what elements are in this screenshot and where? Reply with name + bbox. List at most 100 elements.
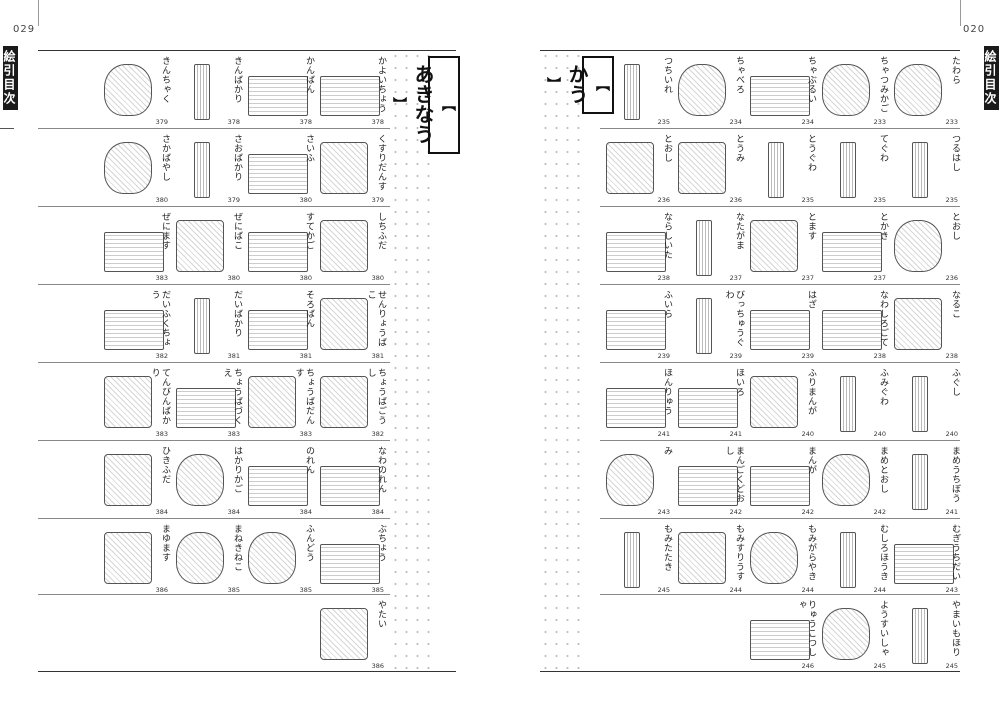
row-divider xyxy=(600,206,960,207)
item-page-number: 237 xyxy=(729,274,742,282)
item-page-number: 234 xyxy=(729,118,742,126)
item-page-number: 240 xyxy=(945,430,958,438)
item-page-number: 384 xyxy=(299,508,312,516)
item-label: つちいれ xyxy=(662,56,672,94)
item-page-number: 380 xyxy=(371,274,384,282)
item-illustration xyxy=(750,466,810,506)
item-label: さおばかり xyxy=(232,134,242,182)
item-illustration xyxy=(750,376,798,428)
item-label: まめうちぼう xyxy=(950,446,960,503)
item-page-number: 241 xyxy=(945,508,958,516)
item-page-number: 239 xyxy=(657,352,670,360)
item-illustration xyxy=(768,142,784,198)
item-illustration xyxy=(320,466,380,506)
item-label: せんりょうばこ xyxy=(365,290,386,347)
item-label: まゆます xyxy=(160,524,170,562)
row-divider xyxy=(600,128,960,129)
side-label-right: 絵引目次 xyxy=(983,46,999,110)
page-number-right: 020 xyxy=(963,24,986,35)
item-label: ほんりゅう xyxy=(662,368,672,416)
item-illustration xyxy=(104,376,152,428)
item-illustration xyxy=(750,532,798,584)
item-page-number: 383 xyxy=(155,274,168,282)
item-page-number: 244 xyxy=(729,586,742,594)
item-label: ぜにばこ xyxy=(232,212,242,250)
item-page-number: 383 xyxy=(155,430,168,438)
item-label: はざ xyxy=(806,290,816,309)
item-illustration xyxy=(194,142,210,198)
item-label: ふぐし xyxy=(950,368,960,397)
item-label: くすりだんす xyxy=(376,134,386,191)
item-page-number: 385 xyxy=(227,586,240,594)
item-illustration xyxy=(624,64,640,120)
item-page-number: 245 xyxy=(873,662,886,670)
item-page-number: 235 xyxy=(657,118,670,126)
page-number-left: 029 xyxy=(13,24,36,35)
bottom-rule-left xyxy=(38,671,456,672)
item-label: てぐわ xyxy=(878,134,888,163)
item-illustration xyxy=(606,232,666,272)
item-page-number: 240 xyxy=(801,430,814,438)
item-illustration xyxy=(248,376,296,428)
item-illustration xyxy=(624,532,640,588)
row-divider xyxy=(38,594,390,595)
item-page-number: 243 xyxy=(945,586,958,594)
bottom-rule-right xyxy=(540,671,960,672)
item-label: ようすいしゃ xyxy=(878,600,888,657)
row-divider xyxy=(600,518,960,519)
item-page-number: 237 xyxy=(801,274,814,282)
section-tick xyxy=(0,128,14,129)
item-label: まめとおし xyxy=(878,446,888,494)
item-label: とかき xyxy=(878,212,888,241)
top-rule-right xyxy=(540,50,960,51)
item-page-number: 386 xyxy=(371,662,384,670)
item-illustration xyxy=(194,64,210,120)
item-illustration xyxy=(176,454,224,506)
item-illustration xyxy=(176,388,236,428)
row-divider xyxy=(38,362,390,363)
item-illustration xyxy=(822,454,870,506)
item-label: ちょうばごうし xyxy=(365,368,386,425)
item-label: ほいろ xyxy=(734,368,744,397)
item-page-number: 234 xyxy=(801,118,814,126)
item-label: たわら xyxy=(950,56,960,85)
item-illustration xyxy=(678,532,726,584)
item-page-number: 383 xyxy=(227,430,240,438)
item-label: ひきふだ xyxy=(160,446,170,484)
item-page-number: 378 xyxy=(227,118,240,126)
item-label: ふいら xyxy=(662,290,672,319)
dot-column-left xyxy=(390,50,430,670)
item-label: ちゃべろ xyxy=(734,56,744,94)
item-illustration xyxy=(320,76,380,116)
item-illustration xyxy=(104,532,152,584)
item-label: むしろほうき xyxy=(878,524,888,581)
side-label-left: 絵引目次 xyxy=(2,46,18,110)
item-illustration xyxy=(678,142,726,194)
item-page-number: 385 xyxy=(371,586,384,594)
item-label: なわのれん xyxy=(376,446,386,494)
item-page-number: 233 xyxy=(873,118,886,126)
item-illustration xyxy=(678,64,726,116)
item-illustration xyxy=(678,466,738,506)
row-divider xyxy=(38,128,390,129)
index-item: ちゃべろ 234 xyxy=(672,54,746,126)
